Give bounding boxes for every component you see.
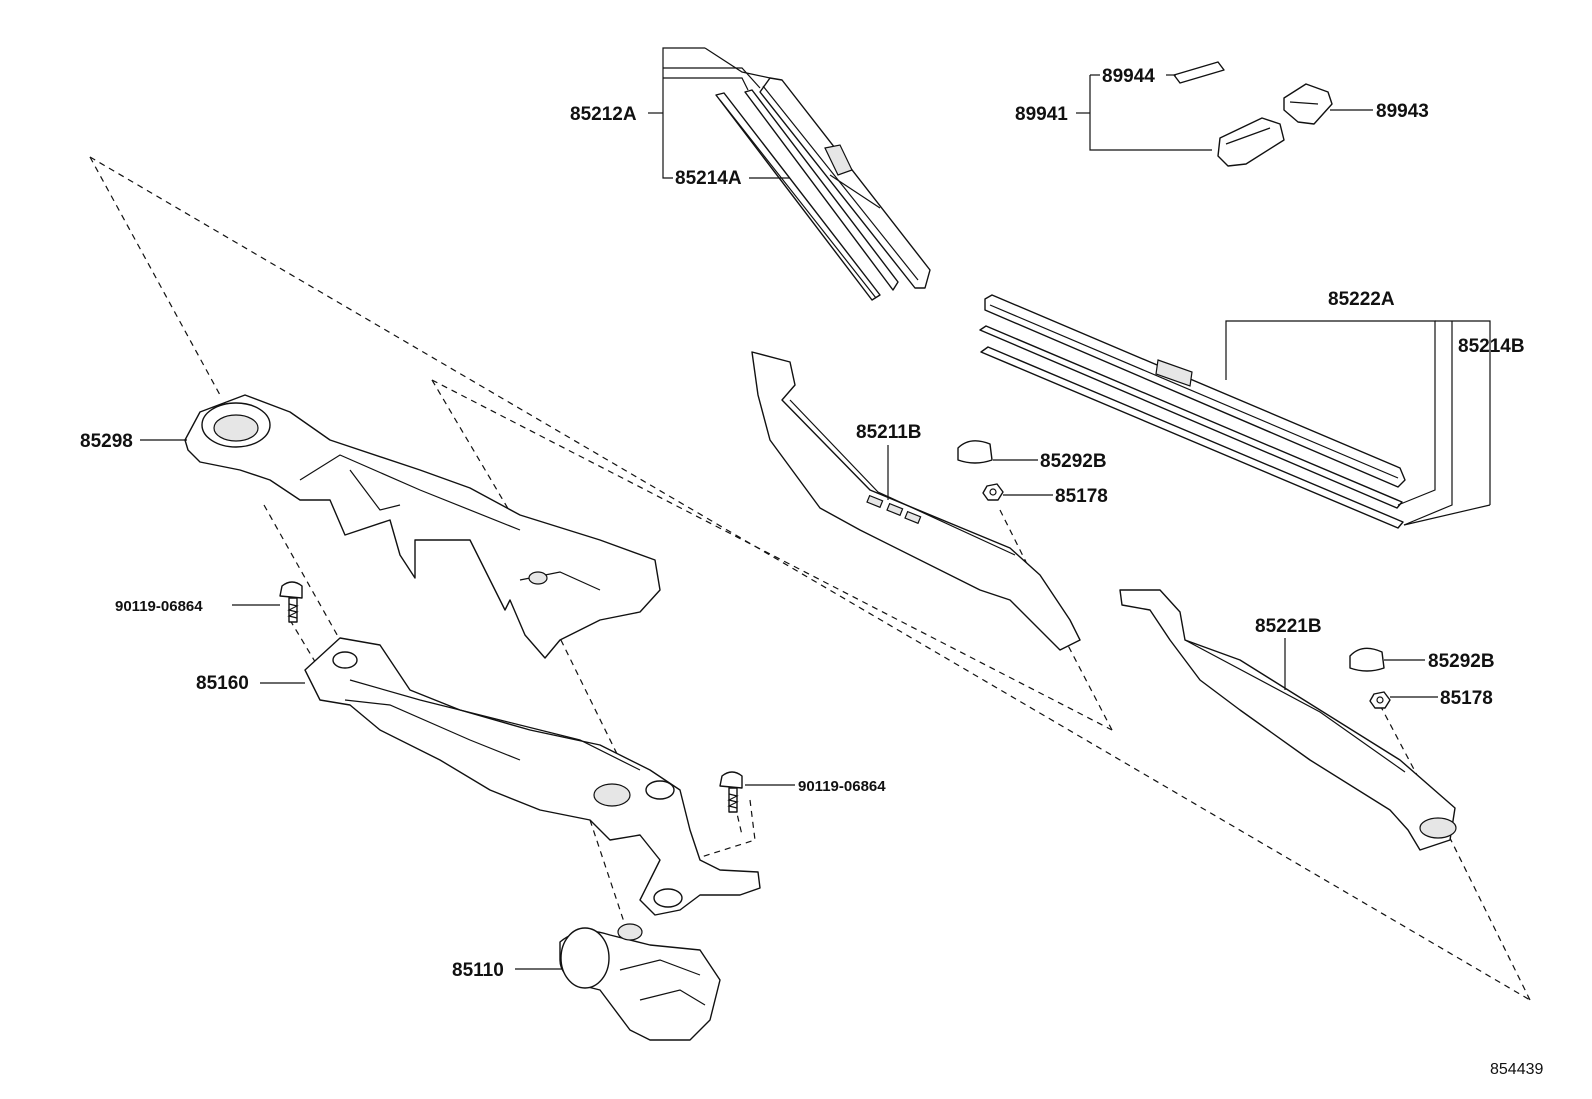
cap-85292B-upper [957, 440, 993, 464]
label-85110: 85110 [452, 960, 504, 981]
label-89944: 89944 [1102, 66, 1155, 87]
label-85222A: 85222A [1328, 289, 1395, 310]
label-90119-06864-left: 90119-06864 [115, 598, 203, 615]
wiper-arm-85211B [751, 351, 1081, 651]
nut-85178-upper [982, 483, 1004, 501]
cap-85292B-lower [1349, 647, 1385, 672]
label-89943: 89943 [1376, 101, 1429, 122]
diagram-reference-number: 854439 [1490, 1061, 1543, 1078]
wiper-motor-85110 [559, 923, 721, 1041]
label-85211B: 85211B [856, 422, 922, 443]
label-85214B: 85214B [1458, 336, 1525, 357]
label-85298: 85298 [80, 431, 133, 452]
wiper-rubber-85214A [715, 92, 881, 301]
callout-labels: 85212A 85214A 89944 89941 89943 85222A 8… [80, 66, 1543, 1078]
label-89941: 89941 [1015, 104, 1068, 125]
wiper-blade-85212A [744, 77, 931, 291]
label-85221B: 85221B [1255, 616, 1322, 637]
assembly-dashed-lines [89, 156, 1531, 1001]
label-85178-lower: 85178 [1440, 688, 1493, 709]
bolt-90119-06864-right [719, 771, 743, 813]
label-90119-06864-right: 90119-06864 [798, 778, 886, 795]
label-85292B-lower: 85292B [1428, 651, 1495, 672]
label-85292B-upper: 85292B [1040, 451, 1107, 472]
label-85212A: 85212A [570, 104, 637, 125]
nozzle-part-89943 [1283, 83, 1333, 125]
label-85178-upper: 85178 [1055, 486, 1108, 507]
wiper-arm-85221B [1119, 589, 1457, 851]
wiper-link-85160 [304, 637, 761, 916]
label-85160: 85160 [196, 673, 249, 694]
nozzle-assembly-89941 [1217, 117, 1285, 167]
nut-85178-lower [1369, 691, 1391, 709]
leader-lines [140, 47, 1491, 970]
wiper-blade-85222A [979, 294, 1406, 529]
bolt-90119-06864-left [279, 581, 303, 623]
cowl-cover-85298 [184, 394, 661, 659]
nozzle-part-89944 [1173, 61, 1225, 84]
label-85214A: 85214A [675, 168, 742, 189]
